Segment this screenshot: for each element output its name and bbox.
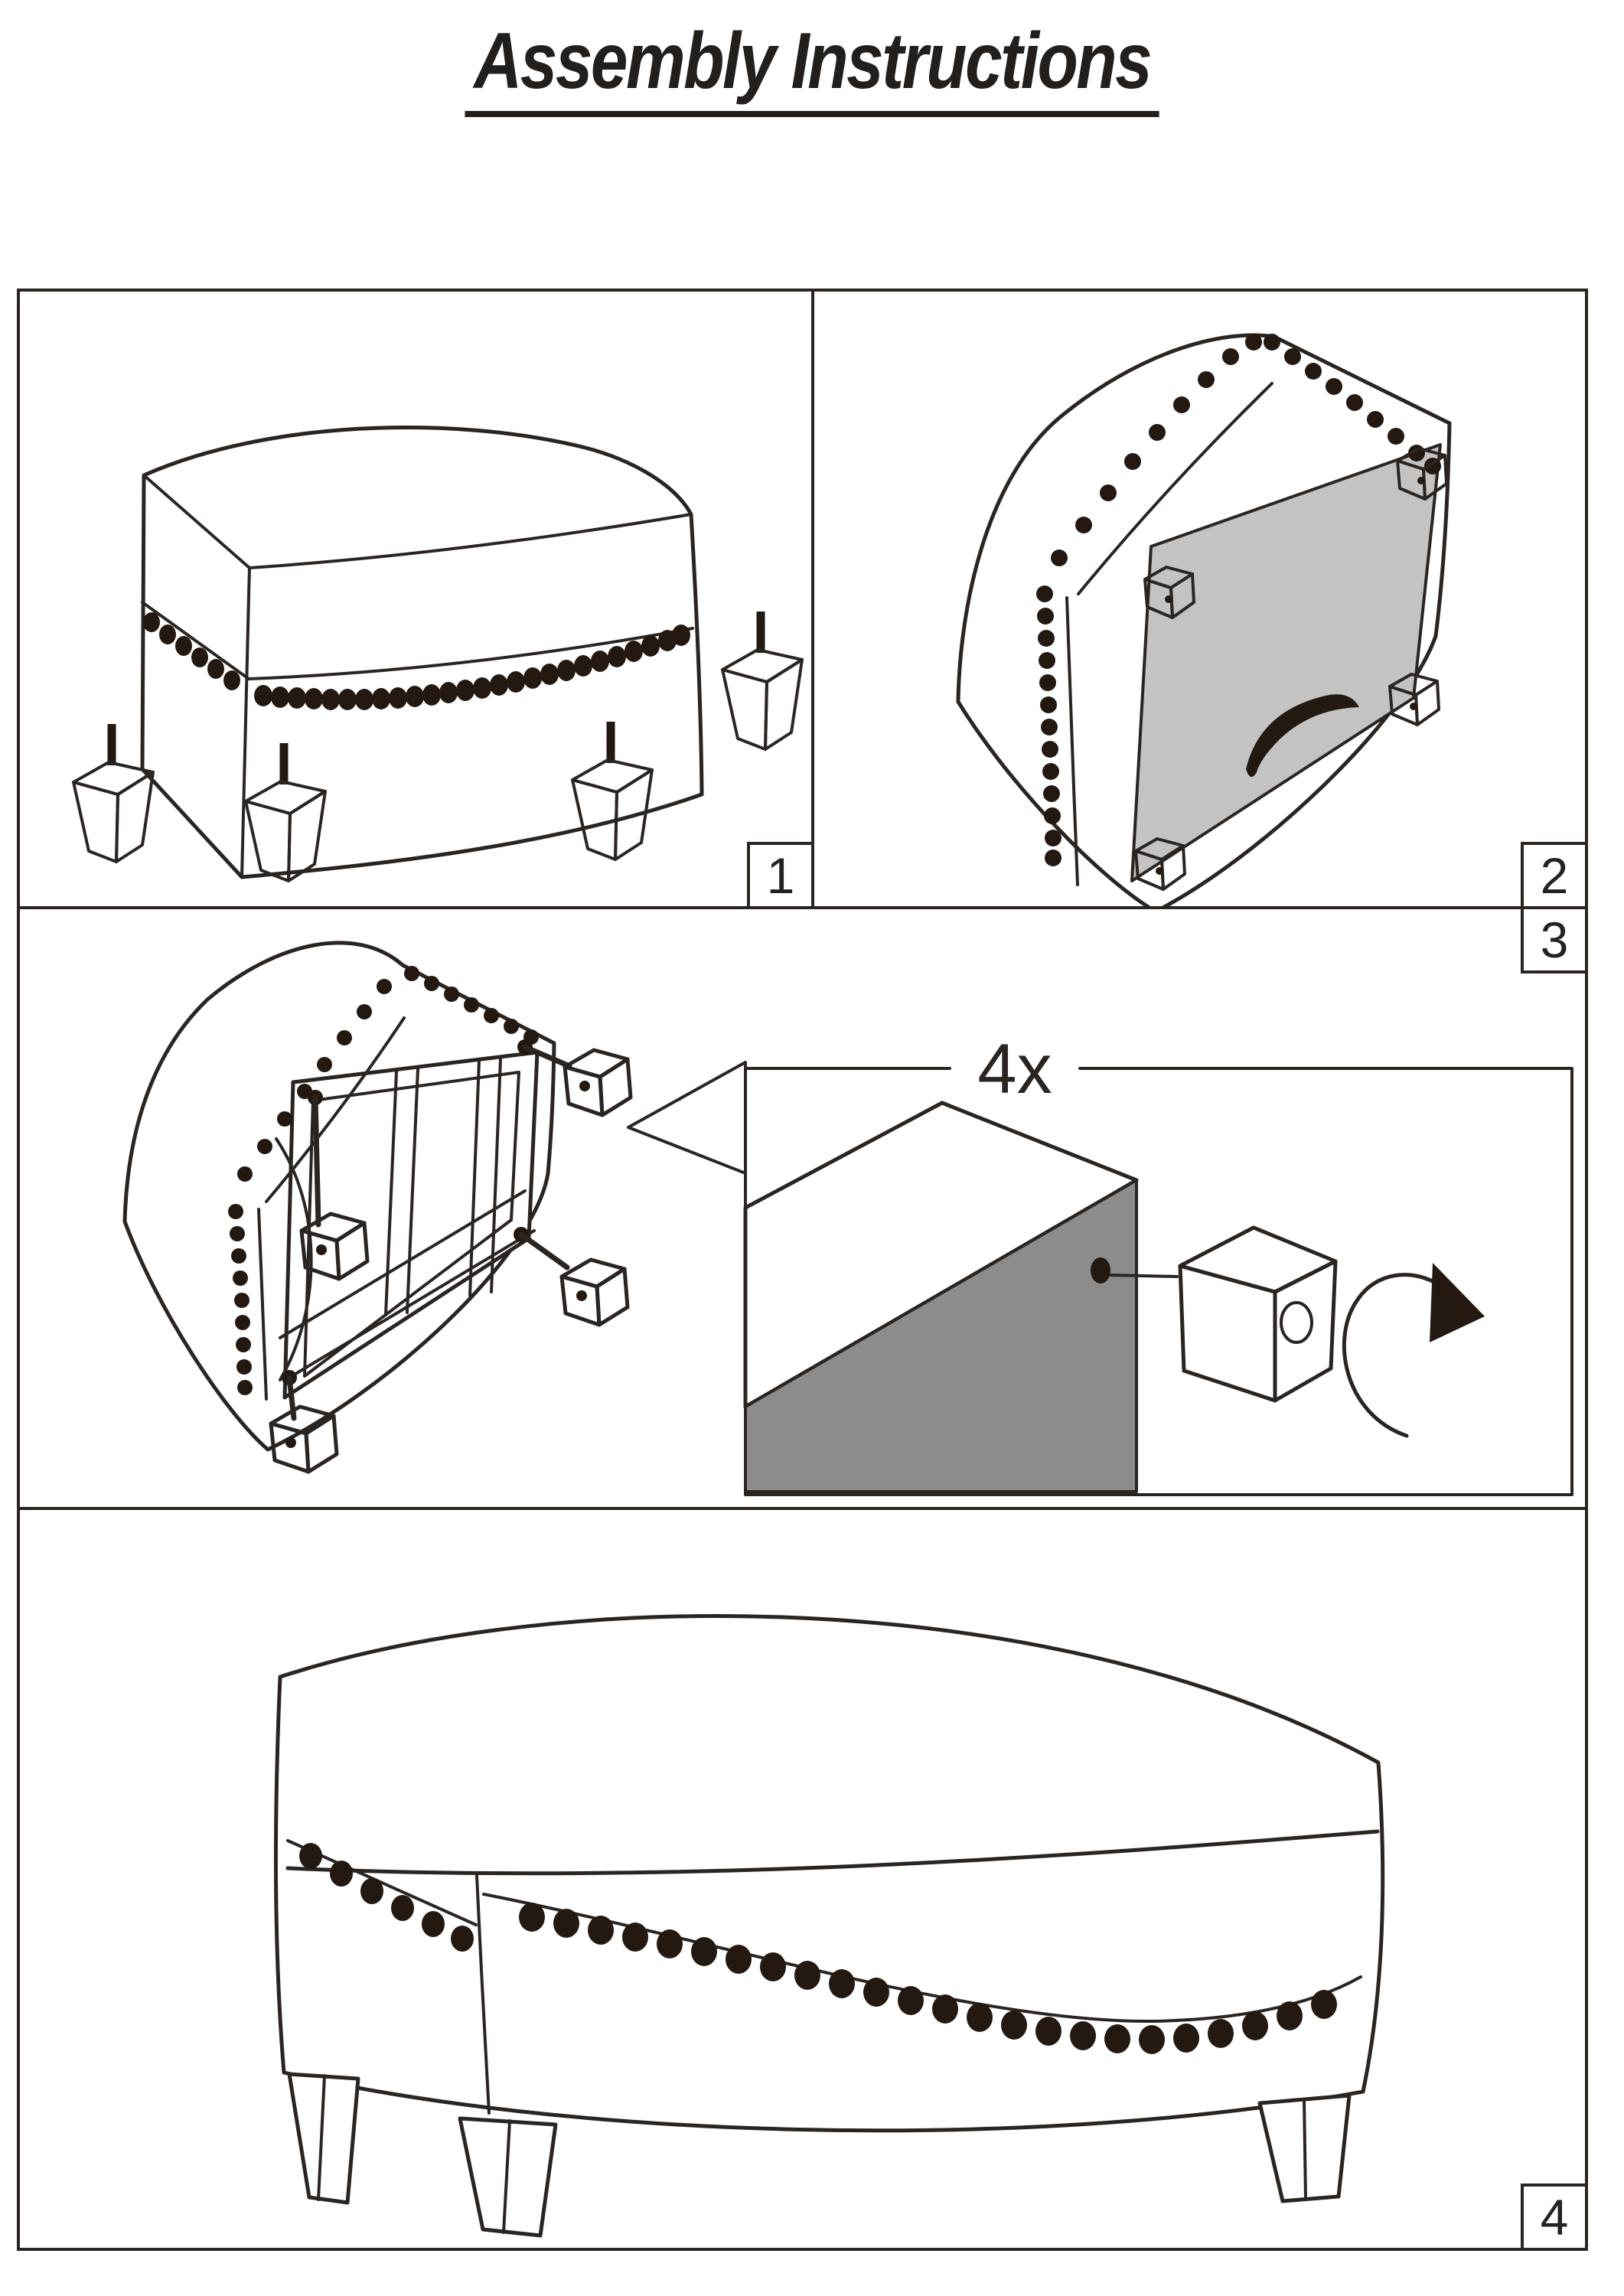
step4-illustration bbox=[274, 1614, 1385, 2238]
ottoman-tilted-body bbox=[956, 333, 1452, 906]
panel-step-2: 2 bbox=[811, 289, 1588, 909]
step-number-badge: 3 bbox=[1521, 906, 1588, 974]
step-number: 3 bbox=[1540, 912, 1569, 968]
leg-screw-hole bbox=[1280, 1301, 1313, 1344]
quantity-label: 4x bbox=[977, 1030, 1052, 1108]
step-number: 4 bbox=[1540, 2189, 1569, 2245]
nailhead-trim-row bbox=[299, 1843, 1337, 2054]
step2-illustration bbox=[956, 333, 1452, 906]
assembled-ottoman bbox=[274, 1614, 1385, 2133]
panel-step-4: 4 bbox=[17, 1507, 1588, 2251]
ottoman-open-bottom bbox=[122, 941, 556, 1452]
step-number-badge: 2 bbox=[1521, 842, 1588, 909]
step-number: 2 bbox=[1540, 847, 1569, 904]
ottoman-bottom-panel bbox=[1130, 443, 1442, 882]
nailhead-trim-row bbox=[143, 612, 690, 710]
leg-detail bbox=[1178, 1225, 1338, 1403]
screw-hole-dot bbox=[1091, 1257, 1110, 1283]
attached-legs bbox=[287, 2072, 1352, 2238]
step-number: 1 bbox=[766, 847, 795, 904]
panel-step-3: 4x bbox=[17, 906, 1588, 1510]
rotation-arrow-icon bbox=[1342, 1263, 1485, 1438]
flip-motion-arrow-icon bbox=[1246, 694, 1359, 778]
step-number-badge: 1 bbox=[747, 842, 814, 909]
title-wrap: Assembly Instructions bbox=[0, 19, 1624, 118]
corner-close-up bbox=[743, 1101, 1179, 1493]
step-number-badge: 4 bbox=[1521, 2183, 1588, 2251]
step3-illustration: 4x bbox=[122, 941, 1573, 1496]
step1-illustration bbox=[20, 426, 811, 906]
instruction-panels: 1 bbox=[17, 289, 1588, 2251]
page-title: Assembly Instructions bbox=[465, 19, 1159, 118]
zoom-callout-wedge bbox=[627, 1061, 747, 1175]
nailhead-trim-row bbox=[1036, 334, 1441, 866]
detail-box: 4x bbox=[627, 1030, 1573, 1496]
panel-step-1: 1 bbox=[17, 289, 814, 909]
